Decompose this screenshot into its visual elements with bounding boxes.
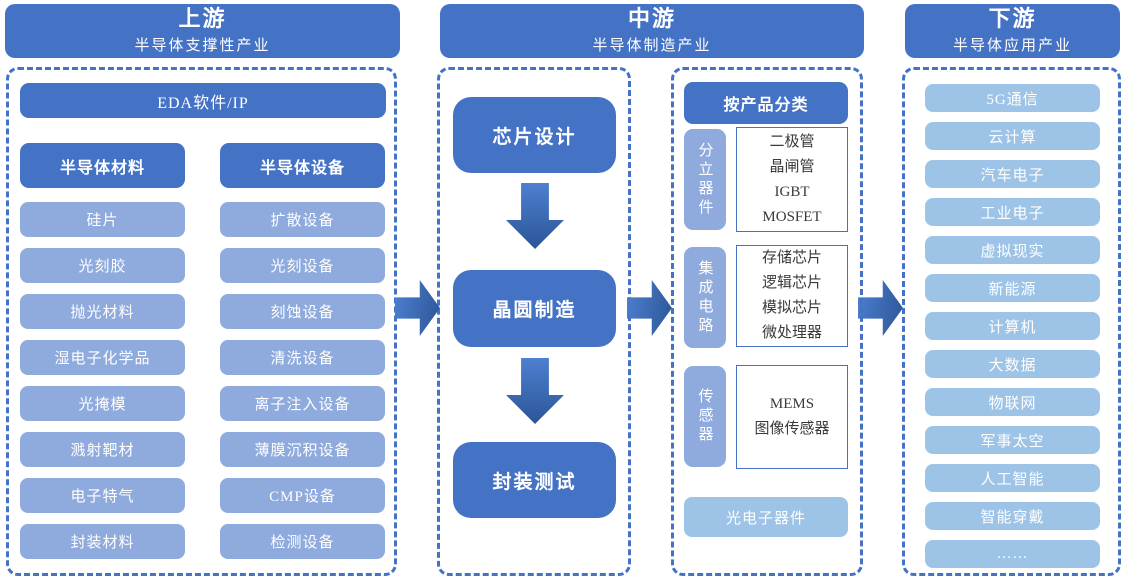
downstream-item: 大数据: [925, 350, 1100, 378]
midstream-flow-panel: [437, 67, 631, 576]
material-item: 电子特气: [20, 478, 185, 513]
flow-step-wafer-fab: 晶圆制造: [453, 270, 616, 347]
downstream-item: 云计算: [925, 122, 1100, 150]
material-item: 封装材料: [20, 524, 185, 559]
downstream-list: 5G通信 云计算 汽车电子 工业电子 虚拟现实 新能源 计算机 大数据 物联网 …: [925, 84, 1100, 568]
sensors-label: 传感器: [684, 366, 726, 467]
flow-step-chip-design: 芯片设计: [453, 97, 616, 173]
midstream-header: 中游 半导体制造产业: [440, 4, 864, 58]
downstream-header: 下游 半导体应用产业: [905, 4, 1120, 58]
flow-step-package-test: 封装测试: [453, 442, 616, 518]
upstream-header: 上游 半导体支撑性产业: [5, 4, 400, 58]
upstream-subtitle: 半导体支撑性产业: [134, 37, 271, 54]
downstream-item: 物联网: [925, 388, 1100, 416]
arrow-right-icon: [858, 280, 903, 336]
materials-list: 硅片 光刻胶 抛光材料 湿电子化学品 光掩模 溅射靶材 电子特气 封装材料: [20, 202, 185, 559]
material-item: 湿电子化学品: [20, 340, 185, 375]
midstream-products-panel: [671, 67, 863, 576]
discrete-devices-label: 分立器件: [684, 129, 726, 230]
product-line: 模拟芯片: [761, 300, 822, 316]
downstream-panel: [902, 67, 1121, 576]
downstream-item: 智能穿戴: [925, 502, 1100, 530]
product-line: 微处理器: [761, 325, 822, 341]
discrete-devices-box: 二极管 晶闸管 IGBT MOSFET: [736, 127, 848, 232]
materials-header: 半导体材料: [20, 143, 185, 188]
downstream-item: 工业电子: [925, 198, 1100, 226]
downstream-item: ……: [925, 540, 1100, 568]
midstream-subtitle: 半导体制造产业: [592, 37, 712, 54]
product-line: 晶闸管: [769, 158, 815, 175]
equipment-item: 离子注入设备: [220, 386, 385, 421]
equipment-item: 刻蚀设备: [220, 294, 385, 329]
equipment-header: 半导体设备: [220, 143, 385, 188]
upstream-title: 上游: [178, 6, 227, 32]
material-item: 光刻胶: [20, 248, 185, 283]
product-line: MOSFET: [762, 208, 822, 225]
optoelectronics-bar: 光电子器件: [684, 497, 848, 537]
integrated-circuits-label: 集成电路: [684, 247, 726, 348]
arrow-right-icon: [627, 280, 672, 336]
product-line: IGBT: [774, 183, 810, 200]
equipment-item: 薄膜沉积设备: [220, 432, 385, 467]
material-item: 抛光材料: [20, 294, 185, 329]
downstream-item: 5G通信: [925, 84, 1100, 112]
downstream-item: 人工智能: [925, 464, 1100, 492]
equipment-list: 扩散设备 光刻设备 刻蚀设备 清洗设备 离子注入设备 薄膜沉积设备 CMP设备 …: [220, 202, 385, 559]
product-line: 二极管: [769, 133, 815, 150]
midstream-title: 中游: [627, 6, 676, 32]
material-item: 溅射靶材: [20, 432, 185, 467]
product-line: MEMS: [769, 396, 815, 412]
product-line: 存储芯片: [761, 250, 822, 266]
downstream-item: 新能源: [925, 274, 1100, 302]
downstream-subtitle: 半导体应用产业: [952, 37, 1072, 54]
eda-bar: EDA软件/IP: [20, 83, 386, 118]
downstream-title: 下游: [988, 6, 1037, 32]
material-item: 光掩模: [20, 386, 185, 421]
material-item: 硅片: [20, 202, 185, 237]
equipment-item: CMP设备: [220, 478, 385, 513]
arrow-right-icon: [395, 280, 440, 336]
integrated-circuits-box: 存储芯片 逻辑芯片 模拟芯片 微处理器: [736, 245, 848, 347]
downstream-item: 计算机: [925, 312, 1100, 340]
upstream-panel: [6, 67, 397, 576]
equipment-item: 光刻设备: [220, 248, 385, 283]
product-line: 图像传感器: [754, 421, 830, 437]
downstream-item: 汽车电子: [925, 160, 1100, 188]
equipment-item: 扩散设备: [220, 202, 385, 237]
sensors-box: MEMS 图像传感器: [736, 365, 848, 469]
product-line: 逻辑芯片: [761, 275, 822, 291]
downstream-item: 虚拟现实: [925, 236, 1100, 264]
equipment-item: 清洗设备: [220, 340, 385, 375]
products-header: 按产品分类: [684, 82, 848, 124]
downstream-item: 军事太空: [925, 426, 1100, 454]
equipment-item: 检测设备: [220, 524, 385, 559]
